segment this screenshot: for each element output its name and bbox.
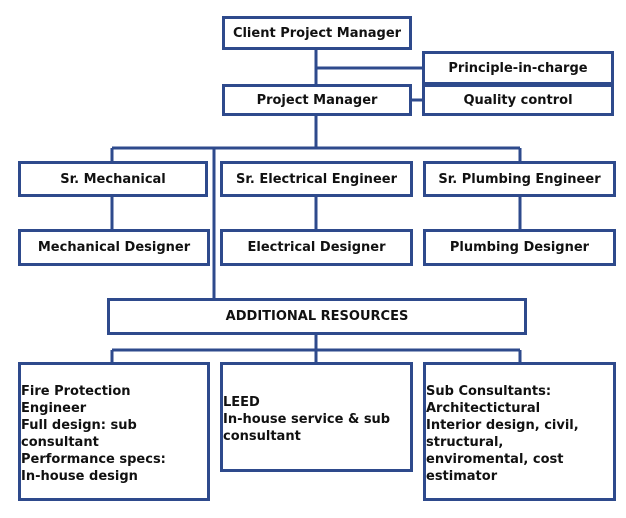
sub-line-6: estimator bbox=[426, 468, 498, 484]
sub-line-3: Interior design, civil, bbox=[426, 417, 579, 433]
sub-line-4: structural, bbox=[426, 434, 504, 450]
fire-line-4: consultant bbox=[21, 434, 99, 450]
sub-line-2: Architectictural bbox=[426, 400, 541, 416]
sub-line-5: enviromental, cost bbox=[426, 451, 564, 467]
electrical-designer-box: Electrical Designer bbox=[220, 229, 413, 266]
fire-line-1: Fire Protection bbox=[21, 383, 131, 399]
leed-line-3: consultant bbox=[223, 428, 301, 444]
sub-consultants-box: Sub Consultants: Architectictural Interi… bbox=[423, 362, 616, 501]
fire-line-6: In-house design bbox=[21, 468, 138, 484]
sr-mechanical-box: Sr. Mechanical bbox=[18, 161, 208, 197]
fire-protection-box: Fire Protection Engineer Full design: su… bbox=[18, 362, 210, 501]
leed-box: LEED In-house service & sub consultant bbox=[220, 362, 413, 472]
fire-line-3: Full design: sub bbox=[21, 417, 137, 433]
sub-line-1: Sub Consultants: bbox=[426, 383, 552, 399]
mechanical-designer-box: Mechanical Designer bbox=[18, 229, 210, 266]
principle-in-charge-box: Principle-in-charge bbox=[422, 51, 614, 85]
quality-control-box: Quality control bbox=[422, 84, 614, 116]
plumbing-designer-box: Plumbing Designer bbox=[423, 229, 616, 266]
project-manager-box: Project Manager bbox=[222, 84, 412, 116]
sr-plumbing-engineer-box: Sr. Plumbing Engineer bbox=[423, 161, 616, 197]
sr-electrical-engineer-box: Sr. Electrical Engineer bbox=[220, 161, 413, 197]
additional-resources-box: ADDITIONAL RESOURCES bbox=[107, 298, 527, 335]
leed-line-2: In-house service & sub bbox=[223, 411, 391, 427]
leed-line-1: LEED bbox=[223, 394, 260, 410]
client-project-manager-box: Client Project Manager bbox=[222, 16, 412, 50]
fire-line-2: Engineer bbox=[21, 400, 87, 416]
fire-line-5: Performance specs: bbox=[21, 451, 166, 467]
